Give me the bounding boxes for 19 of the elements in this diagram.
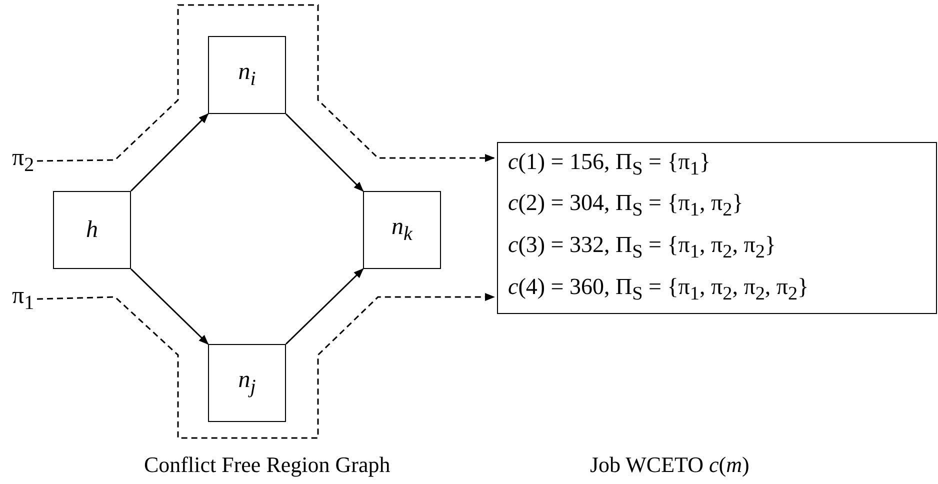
caption-text: Conflict Free Region Graph bbox=[144, 452, 390, 478]
arrow bbox=[130, 113, 209, 192]
cost-entry: c(2) = 304, Π$_{S}$ = {π$_{1}$, π$_{2}$} bbox=[508, 189, 744, 223]
node-box: n$_{j}$ bbox=[208, 344, 286, 422]
node-box: n$_{i}$ bbox=[208, 36, 286, 114]
path-label: π$_{1}$ bbox=[10, 283, 36, 315]
caption-text: Job WCETO c(m) bbox=[590, 452, 750, 478]
dashed-arrow bbox=[37, 4, 495, 162]
arrow bbox=[285, 268, 364, 345]
cost-entry: c(3) = 332, Π$_{S}$ = {π$_{1}$, π$_{2}$, π$_{2}$} bbox=[508, 231, 776, 265]
cost-entry: c(4) = 360, Π$_{S}$ = {π$_{1}$, π$_{2}$, π$_{2}$, π$_{2}$} bbox=[508, 272, 809, 306]
arrow bbox=[130, 268, 209, 345]
arrow bbox=[285, 113, 364, 192]
cost-table-box bbox=[497, 142, 937, 314]
path-label: π$_{2}$ bbox=[10, 145, 36, 177]
dashed-arrow bbox=[36, 293, 495, 439]
node-box: n$_{k}$ bbox=[363, 191, 441, 269]
node-box: h bbox=[53, 191, 131, 269]
cost-entry: c(1) = 156, Π$_{S}$ = {π$_{1}$} bbox=[508, 148, 711, 182]
